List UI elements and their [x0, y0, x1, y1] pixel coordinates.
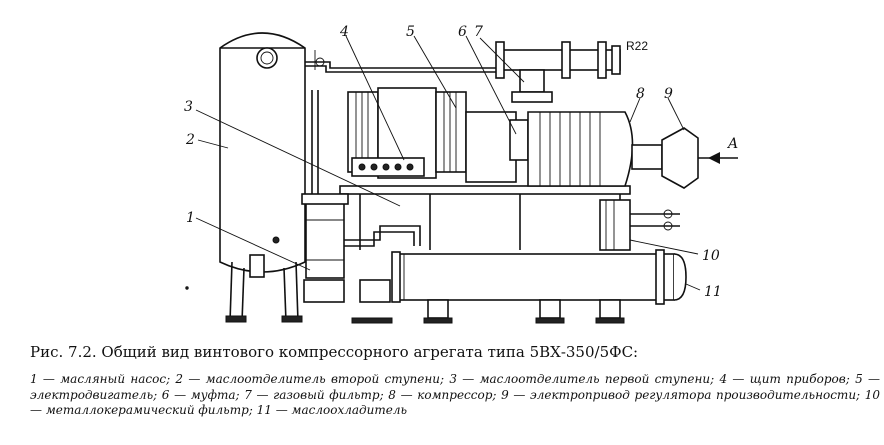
legend-item-8: 8 — компрессор; [388, 388, 501, 402]
legend-num: 4 [719, 372, 728, 386]
legend-num: 2 [175, 372, 184, 386]
oil-separator-first-stage [301, 193, 349, 279]
legend-text: — электропривод регулятора производитель… [508, 387, 865, 402]
legend-num: 11 [256, 403, 272, 417]
instrument-panel [351, 157, 425, 177]
legend-text: — металлокерамический фильтр; [30, 403, 257, 417]
legend-item-6: 6 — муфта; [162, 388, 244, 402]
legend-num: 5 [855, 372, 863, 386]
legend-text: — электродвигатель; [30, 372, 880, 402]
capacity-regulator-drive [631, 127, 738, 189]
figure-caption: Рис. 7.2. Общий вид винтового компрессор… [30, 343, 639, 361]
figure-legend: 1 — масляный насос; 2 — маслоотделитель … [30, 372, 880, 419]
legend-item-11: 11 — маслоохладитель [257, 403, 407, 417]
oil-pump [303, 225, 421, 303]
legend-text: — газовый фильтр; [251, 387, 389, 402]
legend-item-7: 7 — газовый фильтр; [244, 388, 388, 402]
legend-item-3: 3 — маслоотделитель первой ступени; [449, 372, 719, 386]
legend-text: — щит приборов; [727, 372, 856, 386]
legend-num: 10 [864, 387, 881, 402]
callout-4: 4 [339, 24, 349, 40]
callout-7: 7 [474, 24, 483, 40]
compressor-unit-drawing: 1 2 3 4 5 6 7 8 9 10 11 R22 A [184, 24, 738, 324]
legend-num: 3 [449, 372, 457, 386]
metal-ceramic-filter [599, 199, 631, 251]
legend-item-2: 2 — маслоотделитель второй ступени; [175, 372, 449, 386]
legend-item-1: 1 — масляный насос; [30, 372, 175, 386]
callout-10: 10 [702, 248, 720, 264]
arrow-label-a: A [726, 136, 738, 152]
oil-cooler [351, 249, 687, 324]
legend-item-9: 9 — электропривод регулятора производите… [501, 388, 865, 402]
legend-text: — муфта; [169, 387, 245, 402]
legend-text: — маслоотделитель второй ступени; [183, 372, 450, 386]
legend-text: — компрессор; [395, 387, 502, 402]
legend-text: — масляный насос; [37, 372, 176, 386]
oil-separator-second-stage [219, 32, 306, 323]
callout-leaders [195, 35, 701, 291]
r22-pipe-label: R22 [626, 39, 648, 53]
callout-11: 11 [704, 284, 722, 300]
legend-num: 9 [501, 387, 509, 402]
coupling [509, 119, 529, 161]
callout-6: 6 [458, 24, 467, 40]
legend-num: 1 [30, 372, 38, 386]
callout-8: 8 [636, 86, 645, 102]
callout-2: 2 [185, 132, 195, 148]
gas-filter [495, 41, 621, 103]
callout-5: 5 [406, 24, 415, 40]
callout-3: 3 [184, 99, 193, 115]
legend-text: — маслоохладитель [271, 403, 407, 417]
legend-num: 6 [161, 387, 170, 402]
screw-compressor [527, 111, 634, 187]
legend-text: — маслоотделитель первой ступени; [456, 372, 720, 386]
legend-num: 8 [388, 387, 396, 402]
callout-1: 1 [186, 210, 195, 226]
legend-item-4: 4 — щит приборов; [720, 372, 856, 386]
legend-num: 7 [244, 387, 252, 402]
callout-9: 9 [664, 86, 673, 102]
legend-item-10: 10 — металлокерамический фильтр; [30, 388, 880, 418]
legend-item-5: 5 — электродвигатель; [30, 372, 880, 402]
